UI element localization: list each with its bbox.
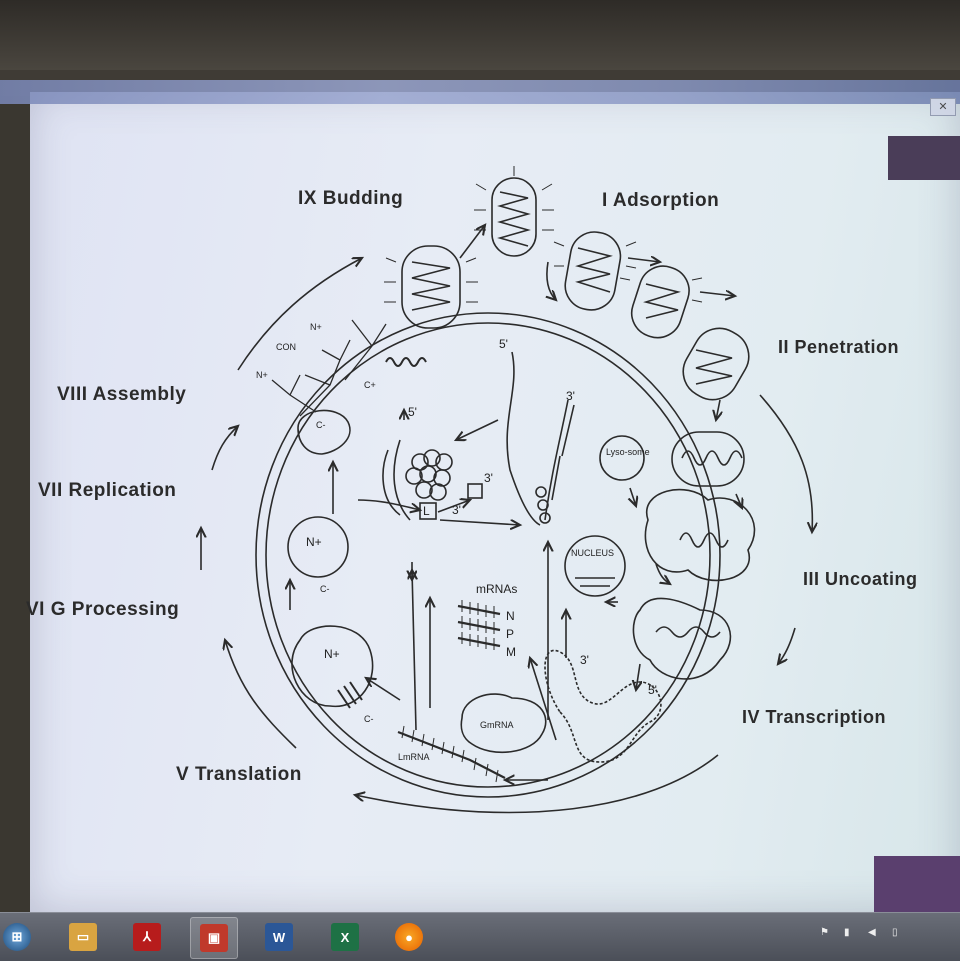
virion-budding-top xyxy=(491,177,537,257)
nucleus xyxy=(564,535,626,597)
virion-penetration xyxy=(682,327,750,401)
taskbar-explorer[interactable]: ▭ xyxy=(60,917,106,957)
label-5prime-rep: 5' xyxy=(408,405,417,419)
vesicle-lower-left xyxy=(291,625,374,708)
firefox-icon: ● xyxy=(395,923,423,951)
vesicle-upper-left xyxy=(287,516,349,578)
endosome-2 xyxy=(644,488,756,582)
label-lmrna: LmRNA xyxy=(398,752,430,762)
network-icon[interactable]: ▮ xyxy=(844,927,850,938)
label-5prime-nuc: 5' xyxy=(648,683,657,697)
stage-penetration: II Penetration xyxy=(778,337,900,357)
cycle-arrow-top-left xyxy=(237,258,362,371)
label-3prime-mid: 3' xyxy=(484,471,493,485)
rna-strand-right xyxy=(544,399,569,521)
cycle-arrow-adsorb-2 xyxy=(627,258,660,262)
windows-logo-icon: ⊞ xyxy=(3,923,31,951)
stage-uncoating: III Uncoating xyxy=(803,569,918,589)
system-tray[interactable]: ⚑ ▮ ◀ ▯ xyxy=(810,917,960,957)
desktop-corner-top xyxy=(888,136,960,180)
vesicle-assembly xyxy=(297,409,351,455)
stage-transcription: IV Transcription xyxy=(742,707,887,727)
acrobat-icon: ⅄ xyxy=(133,923,161,951)
start-button[interactable]: ⊞ xyxy=(0,917,40,957)
replication-complex xyxy=(405,449,453,501)
taskbar-acrobat[interactable]: ⅄ xyxy=(124,917,170,957)
lysosome xyxy=(599,435,645,481)
flag-icon[interactable]: ⚑ xyxy=(820,927,829,938)
label-p: P xyxy=(506,627,514,641)
glycoprotein-branches xyxy=(271,319,387,417)
folder-icon: ▭ xyxy=(69,923,97,951)
label-n-plus-2: N+ xyxy=(306,535,322,549)
label-n: N xyxy=(506,609,515,623)
lecture-app-icon: ▣ xyxy=(200,924,228,952)
mrna-hatching xyxy=(461,600,495,650)
label-con: CON xyxy=(276,342,296,352)
windows-taskbar: ⊞ ▭ ⅄ ▣ W X ● ⚑ ▮ ◀ ▯ xyxy=(0,912,960,961)
endosome-1 xyxy=(671,431,745,487)
desktop-corner-bottom xyxy=(874,856,960,920)
label-c-minus-2: C- xyxy=(320,584,330,594)
projector-left-edge xyxy=(0,96,32,926)
virion-budding xyxy=(401,245,461,329)
label-c-minus-4: C- xyxy=(316,420,326,430)
label-c-plus: C+ xyxy=(364,380,376,390)
stage-assembly: VIII Assembly xyxy=(57,384,187,405)
label-c-minus-1: C- xyxy=(364,714,374,724)
virion-adsorption-2 xyxy=(630,265,690,339)
power-icon[interactable]: ▯ xyxy=(892,927,898,938)
window-titlebar[interactable]: ✕ xyxy=(0,80,960,116)
word-icon: W xyxy=(265,923,293,951)
label-mrnas: mRNAs xyxy=(476,582,517,596)
label-nucleus: NUCLEUS xyxy=(571,548,614,558)
stage-replication: VII Replication xyxy=(38,480,177,501)
wall-background xyxy=(0,0,960,70)
label-n-plus-3: N+ xyxy=(310,322,322,332)
taskbar-word[interactable]: W xyxy=(256,917,302,957)
label-3prime-top: 3' xyxy=(566,389,575,403)
excel-icon: X xyxy=(331,923,359,951)
cycle-arrow-right xyxy=(759,394,812,532)
taskbar-lecture-app[interactable]: ▣ xyxy=(190,917,238,959)
cycle-arrow-adsorb xyxy=(547,261,556,300)
label-lysosome: Lyso-some xyxy=(606,447,650,457)
virion-spikes xyxy=(384,166,703,303)
stage-adsorption: I Adsorption xyxy=(602,190,720,211)
nucleocapsid xyxy=(544,649,662,763)
taskbar-firefox[interactable]: ● xyxy=(386,917,432,957)
stage-budding: IX Budding xyxy=(298,188,404,209)
cell-membrane-inner xyxy=(265,322,711,788)
label-n-plus-1: N+ xyxy=(324,647,340,661)
endosome-3 xyxy=(632,597,732,680)
projected-slide xyxy=(30,92,960,912)
cycle-arrow-right-lower xyxy=(778,627,796,664)
cell-membrane-outer xyxy=(255,312,721,798)
label-5prime-top: 5' xyxy=(499,337,508,351)
mrna-bundle xyxy=(457,604,501,648)
label-l-box: L xyxy=(423,504,430,518)
label-3prime-nuc: 3' xyxy=(580,653,589,667)
cycle-arrow-adsorb-3 xyxy=(699,292,735,296)
close-icon[interactable]: ✕ xyxy=(930,98,956,116)
rna-strand-top xyxy=(506,351,541,526)
label-3prime-rep: 3' xyxy=(452,503,461,517)
label-m: M xyxy=(506,645,516,659)
label-gmrna: GmRNA xyxy=(480,720,514,730)
label-n-plus-4: N+ xyxy=(256,370,268,380)
cycle-arrow-left-lower xyxy=(225,640,297,749)
virion-adsorption-1 xyxy=(564,231,622,311)
cycle-arrow-left-upper xyxy=(211,426,238,471)
gmrna-vesicle xyxy=(460,693,547,754)
stage-g-processing: VI G Processing xyxy=(26,599,180,620)
taskbar-excel[interactable]: X xyxy=(322,917,368,957)
volume-icon[interactable]: ◀ xyxy=(868,927,876,938)
stage-translation: V Translation xyxy=(176,764,302,785)
cycle-arrow-bottom xyxy=(355,754,719,814)
